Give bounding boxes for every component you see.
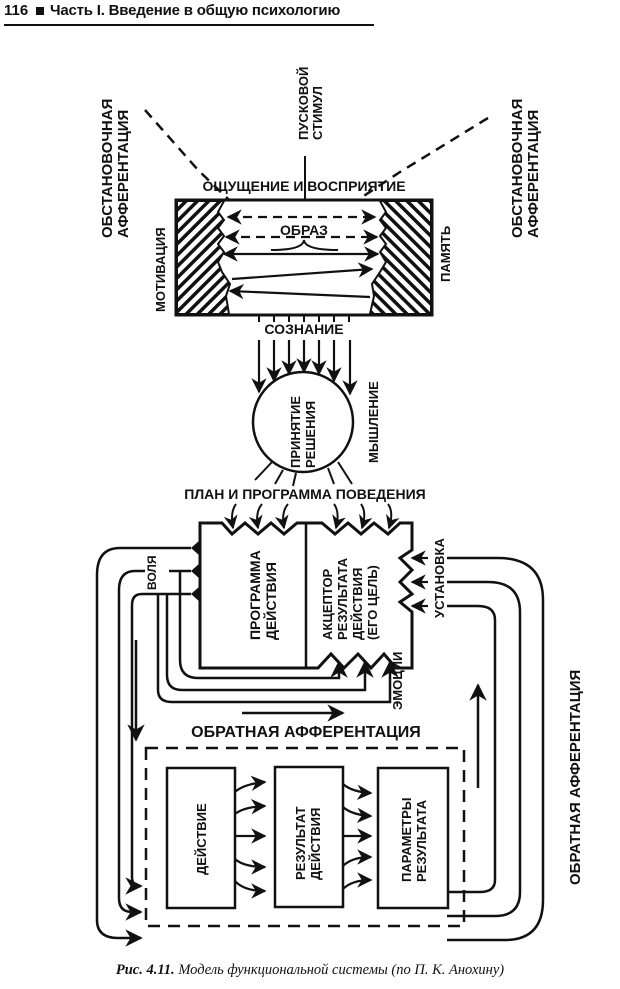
feedback-afferentation-horizontal-label: ОБРАТНАЯ АФФЕРЕНТАЦИЯ xyxy=(191,724,421,741)
figure-caption: Рис. 4.11. Модель функциональной системы… xyxy=(0,962,620,979)
feedback-afferentation-vertical-label: ОБРАТНАЯ АФФЕРЕНТАЦИЯ xyxy=(567,670,584,885)
figure-caption-text: Модель функциональной системы (по П. К. … xyxy=(178,962,505,978)
decision-making-circle xyxy=(251,370,355,474)
svg-text:(ЕГО ЦЕЛЬ): (ЕГО ЦЕЛЬ) xyxy=(365,565,380,640)
sensation-perception-label: ОЩУЩЕНИЕ И ВОСПРИЯТИЕ xyxy=(202,178,405,194)
action-to-result-arrows xyxy=(234,775,267,899)
svg-text:ДЕЙСТВИЯ: ДЕЙСТВИЯ xyxy=(350,568,365,640)
svg-text:РЕЗУЛЬТАТ: РЕЗУЛЬТАТ xyxy=(293,806,308,880)
result-parameters-label: ПАРАМЕТРЫ РЕЗУЛЬТАТА xyxy=(399,798,429,883)
consciousness-label: СОЗНАНИЕ xyxy=(264,321,343,337)
image-arrows xyxy=(222,209,380,300)
svg-text:РЕШЕНИЯ: РЕШЕНИЯ xyxy=(303,401,318,468)
page-header: 116 Часть I. Введение в общую психологию xyxy=(4,2,374,26)
will-triangles xyxy=(191,540,200,602)
decision-making-label: ПРИНЯТИЕ РЕШЕНИЯ xyxy=(288,396,318,468)
svg-text:ПРОГРАММА: ПРОГРАММА xyxy=(247,550,263,640)
situational-afferentation-right-line xyxy=(349,116,489,207)
plan-arrows xyxy=(223,503,400,530)
situational-afferentation-left-line xyxy=(144,109,301,257)
emotion-loops xyxy=(156,571,399,704)
svg-text:ДЕЙСТВИЯ: ДЕЙСТВИЯ xyxy=(262,562,279,640)
situational-afferentation-left-label: ОБСТАНОВОЧНАЯ АФФЕРЕНТАЦИЯ xyxy=(99,99,132,238)
svg-text:ПАРАМЕТРЫ: ПАРАМЕТРЫ xyxy=(399,798,414,883)
motivation-label: МОТИВАЦИЯ xyxy=(153,227,168,312)
svg-text:ОБСТАНОВОЧНАЯ: ОБСТАНОВОЧНАЯ xyxy=(509,99,526,238)
emotions-label: ЭМОЦИИ xyxy=(390,652,405,710)
result-parameters-box xyxy=(376,766,450,910)
trigger-stimulus-label: ПУСКОВОЙ СТИМУЛ xyxy=(296,67,325,140)
action-program-label: ПРОГРАММА ДЕЙСТВИЯ xyxy=(247,550,279,640)
memory-hatch xyxy=(368,200,432,315)
plan-program-label: ПЛАН И ПРОГРАММА ПОВЕДЕНИЯ xyxy=(184,486,425,502)
svg-text:РЕЗУЛЬТАТА: РЕЗУЛЬТАТА xyxy=(335,557,350,640)
page-number: 116 xyxy=(4,2,29,19)
thinking-label: МЫШЛЕНИЕ xyxy=(366,381,381,463)
action-result-box xyxy=(273,765,345,909)
chapter-title: Часть I. Введение в общую психологию xyxy=(50,2,341,19)
consciousness-arrows xyxy=(251,340,358,396)
svg-text:ПРИНЯТИЕ: ПРИНЯТИЕ xyxy=(288,396,303,468)
svg-text:РЕЗУЛЬТАТА: РЕЗУЛЬТАТА xyxy=(414,799,429,882)
action-result-label: РЕЗУЛЬТАТ ДЕЙСТВИЯ xyxy=(293,806,323,880)
action-box xyxy=(165,766,237,910)
svg-text:АФФЕРЕНТАЦИЯ: АФФЕРЕНТАЦИЯ xyxy=(115,110,132,238)
memory-label: ПАМЯТЬ xyxy=(438,226,453,282)
set-label: УСТАНОВКА xyxy=(432,538,447,618)
feedback-loops-right xyxy=(447,556,545,942)
svg-text:АФФЕРЕНТАЦИЯ: АФФЕРЕНТАЦИЯ xyxy=(525,110,542,238)
svg-text:ДЕЙСТВИЯ: ДЕЙСТВИЯ xyxy=(308,808,323,880)
svg-text:ОБСТАНОВОЧНАЯ: ОБСТАНОВОЧНАЯ xyxy=(99,99,116,238)
result-acceptor-label: АКЦЕПТОР РЕЗУЛЬТАТА ДЕЙСТВИЯ (ЕГО ЦЕЛЬ) xyxy=(320,557,380,640)
consciousness-ticks xyxy=(258,316,350,322)
will-label: ВОЛЯ xyxy=(145,556,159,590)
figure-number: Рис. 4.11. xyxy=(115,962,175,978)
result-to-parameters-arrows xyxy=(342,783,373,890)
square-bullet-icon xyxy=(36,7,44,15)
svg-text:СТИМУЛ: СТИМУЛ xyxy=(310,86,325,140)
action-label: ДЕЙСТВИЕ xyxy=(194,803,209,875)
program-acceptor-block xyxy=(198,521,415,671)
decision-rays xyxy=(254,461,353,487)
svg-text:ПУСКОВОЙ: ПУСКОВОЙ xyxy=(296,67,311,140)
situational-afferentation-right-label: ОБСТАНОВОЧНАЯ АФФЕРЕНТАЦИЯ xyxy=(509,99,542,238)
set-arrows xyxy=(410,550,428,614)
effector-dashed-box xyxy=(144,746,466,928)
image-label: ОБРАЗ xyxy=(280,222,328,238)
svg-text:АКЦЕПТОР: АКЦЕПТОР xyxy=(320,568,335,640)
